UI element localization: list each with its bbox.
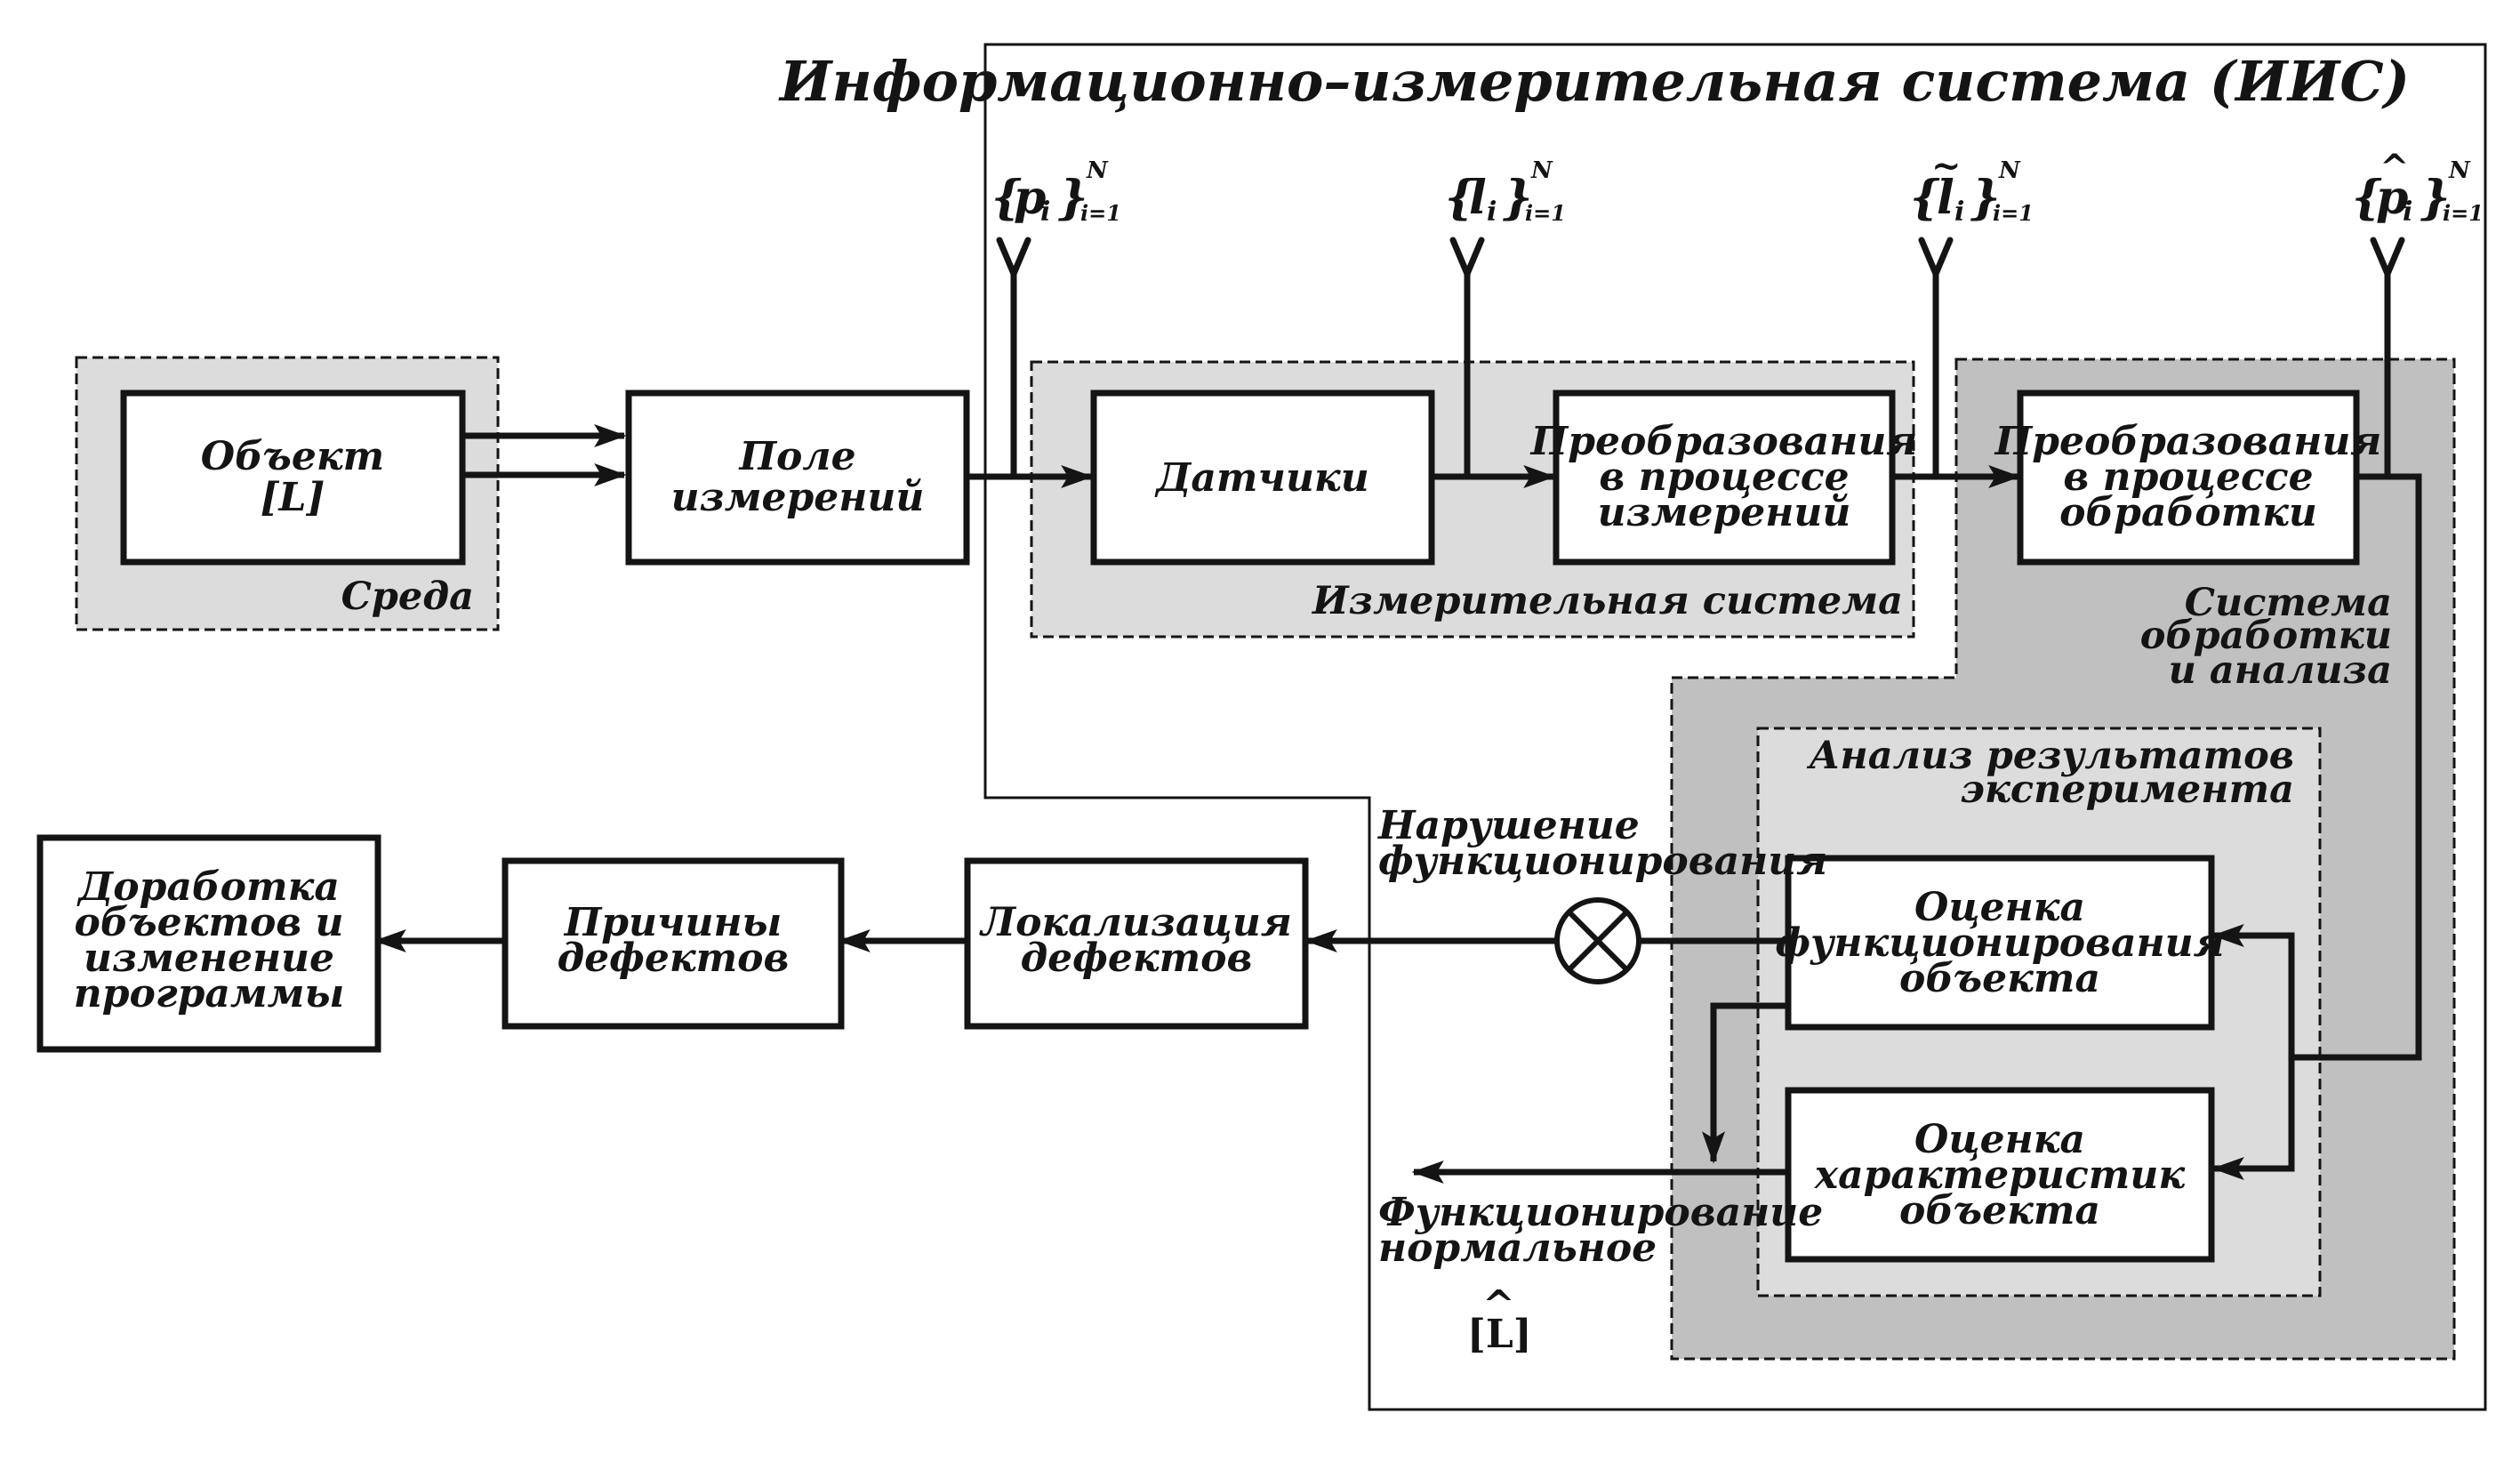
signal-l-tilde: { l ~ i } N i=1	[1910, 145, 2034, 228]
svg-text:}: }	[1970, 171, 2000, 225]
svg-text:объектов и: объектов и	[75, 900, 344, 945]
svg-text:p: p	[1014, 171, 1046, 225]
svg-text:N: N	[2448, 157, 2471, 184]
block-causes: Причины дефектов	[502, 857, 845, 1030]
svg-text:обработки: обработки	[2059, 490, 2317, 535]
block-eval-function: Оценка функционирования объекта	[1775, 855, 2225, 1031]
svg-text:Преобразования: Преобразования	[1994, 419, 2382, 464]
block-transform-measure: Преобразования в процессе измерений	[1529, 390, 1918, 566]
svg-text:i=1: i=1	[1080, 200, 1121, 226]
svg-text:измерений: измерений	[1598, 490, 1851, 535]
svg-text:измерений: измерений	[671, 475, 925, 520]
processing-system-label-1: Система	[2185, 581, 2392, 625]
violation-label-2: функционирования	[1378, 839, 1827, 884]
svg-text:~: ~	[1931, 145, 1962, 187]
processing-system-label-3: и анализа	[2169, 648, 2392, 693]
svg-text:{: {	[991, 171, 1022, 225]
svg-text:программы: программы	[74, 971, 345, 1016]
svg-text:Преобразования: Преобразования	[1529, 419, 1918, 464]
svg-text:Датчики: Датчики	[1154, 455, 1368, 501]
arrow-to-eval-function	[2211, 924, 2295, 1057]
svg-text:в процессе: в процессе	[1599, 454, 1849, 500]
svg-text:i=1: i=1	[2443, 200, 2484, 226]
violation-label-1: Нарушение	[1376, 803, 1640, 848]
svg-text:объекта: объекта	[1899, 1188, 2100, 1233]
measuring-system-label: Измерительная система	[1311, 579, 1903, 623]
svg-text:[L]: [L]	[261, 475, 325, 520]
svg-text:}: }	[1503, 171, 1532, 225]
iis-title: Информационно–измерительная система (ИИС…	[778, 49, 2410, 114]
block-sensors: Датчики	[1090, 390, 1435, 566]
antenna-forks	[996, 237, 2405, 283]
normal-label-2: нормальное	[1378, 1225, 1657, 1271]
signal-l: { l i } N i=1	[1445, 157, 1566, 228]
svg-text:характеристик: характеристик	[1814, 1153, 2185, 1198]
analysis-label-1: Анализ результатов	[1806, 734, 2294, 778]
svg-text:Оценка: Оценка	[1914, 885, 2085, 930]
processing-system-label-2: обработки	[2140, 614, 2392, 658]
svg-text:l: l	[1469, 171, 1487, 225]
svg-text:N: N	[1998, 157, 2021, 184]
svg-text:N: N	[1086, 157, 1109, 184]
block-field: Поле измерений	[625, 390, 970, 566]
result-label: [L] ^	[1467, 1282, 1532, 1357]
arrow-to-eval-character	[2211, 1057, 2295, 1180]
normal-label-1: Функционирование	[1378, 1190, 1823, 1235]
svg-text:{: {	[1445, 171, 1475, 225]
svg-text:{: {	[2352, 171, 2382, 225]
block-eval-character: Оценка характеристик объекта	[1785, 1087, 2215, 1263]
analysis-label-2: эксперимента	[1960, 767, 2294, 812]
block-refinement: Доработка объектов и изменение программы	[36, 834, 381, 1053]
environment-label: Среда	[341, 574, 474, 619]
svg-text:^: ^	[1482, 1282, 1515, 1328]
svg-text:p: p	[2376, 171, 2408, 225]
svg-text:i=1: i=1	[1525, 200, 1566, 226]
svg-text:}: }	[1058, 171, 1087, 225]
svg-text:дефектов: дефектов	[558, 936, 790, 981]
svg-text:в процессе: в процессе	[2063, 454, 2313, 500]
svg-text:N: N	[1530, 157, 1553, 184]
svg-text:i=1: i=1	[1993, 200, 2034, 226]
signal-p: { p i } N i=1	[991, 157, 1121, 228]
block-localization: Локализация дефектов	[964, 857, 1309, 1030]
arrow-eval-down	[1702, 1002, 1786, 1164]
svg-text:{: {	[1910, 171, 1940, 225]
sum-junction	[1554, 897, 1641, 984]
svg-text:i: i	[1487, 197, 1497, 228]
svg-text:Оценка: Оценка	[1914, 1117, 2085, 1162]
svg-text:l: l	[1937, 171, 1954, 225]
iis-frame	[983, 43, 2487, 1411]
connectors	[373, 271, 2422, 1184]
svg-text:i: i	[1040, 197, 1050, 228]
svg-text:функционирования: функционирования	[1775, 920, 2224, 966]
svg-text:Локализация: Локализация	[979, 900, 1292, 945]
svg-text:^: ^	[2380, 147, 2410, 189]
svg-text:Причины: Причины	[563, 900, 782, 945]
svg-text:[L]: [L]	[1467, 1312, 1532, 1357]
block-object: Объект [L]	[120, 390, 466, 566]
svg-text:}: }	[2420, 171, 2450, 225]
block-transform-process: Преобразования в процессе обработки	[1994, 390, 2382, 566]
svg-text:Поле: Поле	[737, 434, 855, 479]
svg-text:Доработка: Доработка	[76, 864, 340, 910]
svg-text:объекта: объекта	[1899, 956, 2100, 1001]
signal-p-hat: { p ^ i } N i=1	[2352, 147, 2484, 228]
svg-text:i: i	[1954, 197, 1964, 228]
svg-text:Объект: Объект	[201, 434, 384, 479]
svg-text:дефектов: дефектов	[1021, 936, 1253, 981]
svg-text:изменение: изменение	[84, 936, 334, 981]
svg-text:i: i	[2403, 197, 2412, 228]
